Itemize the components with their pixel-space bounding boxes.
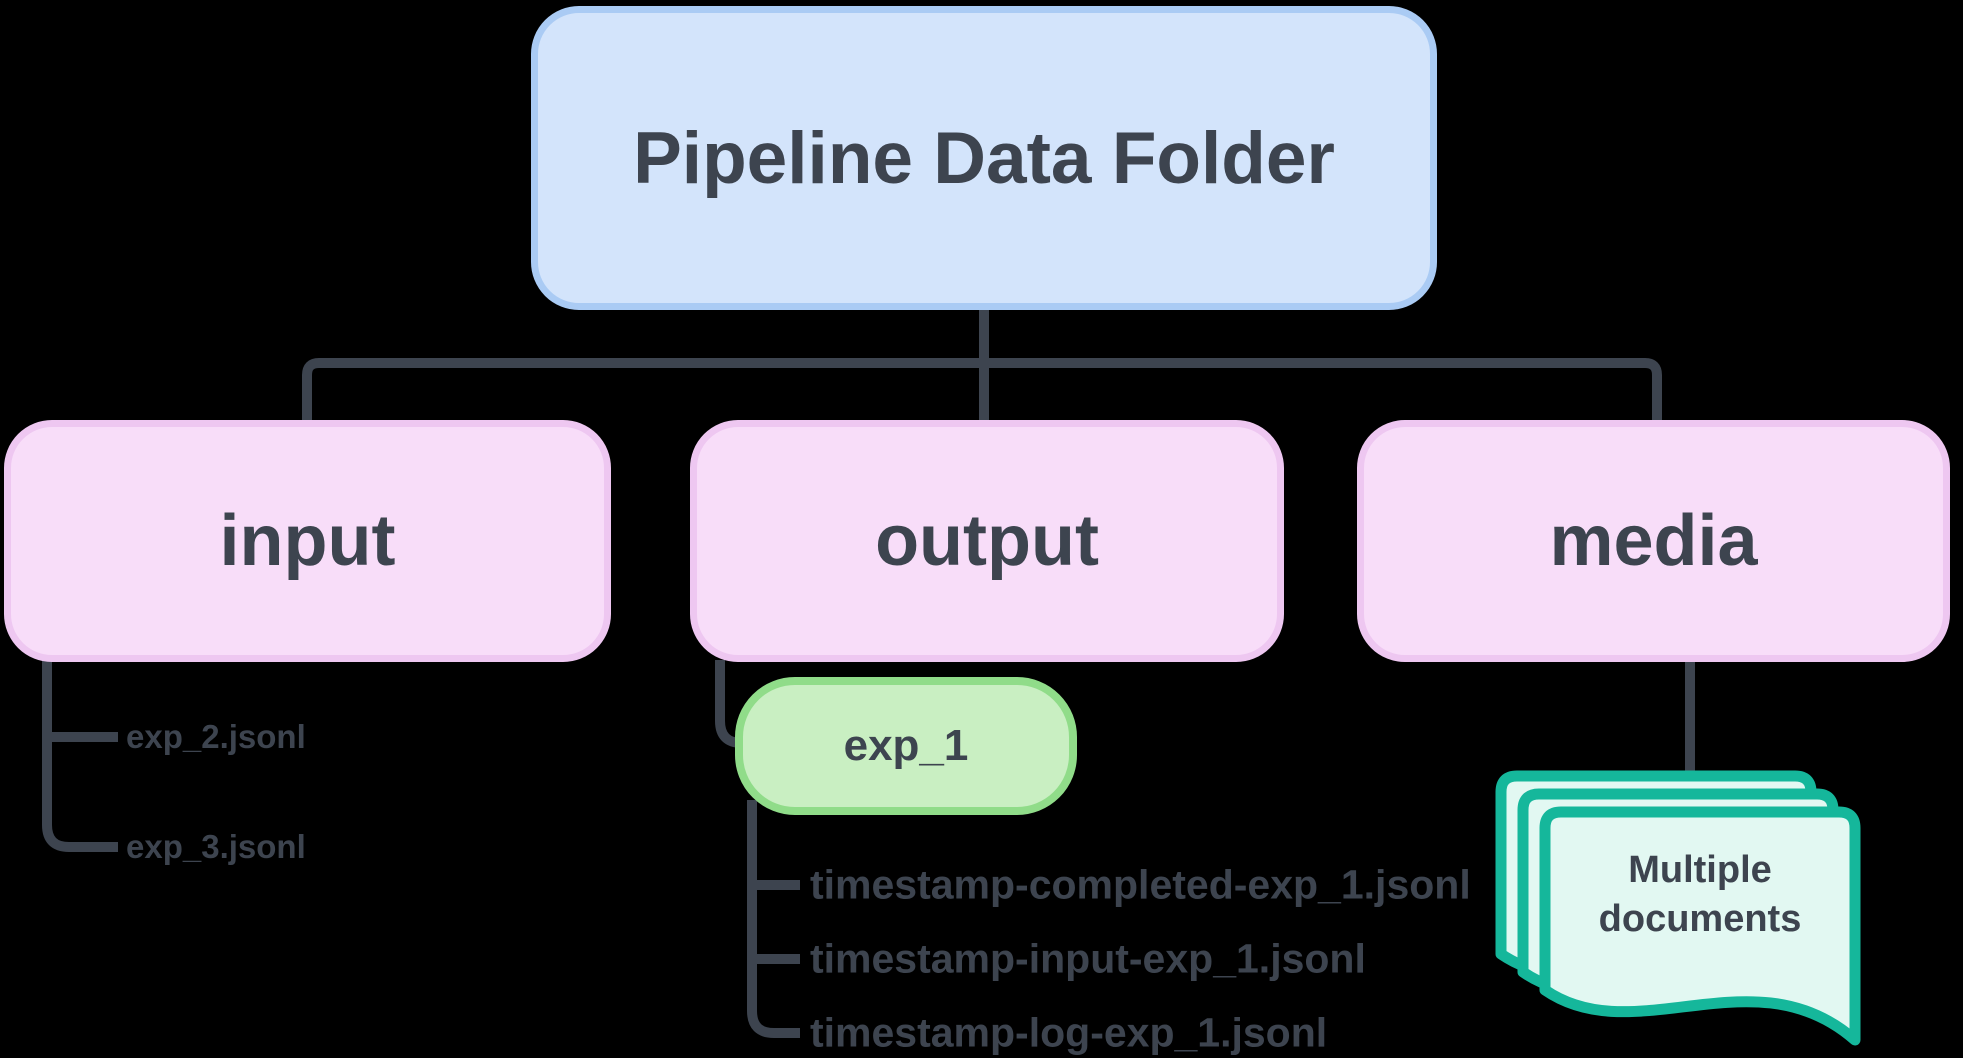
node-pipeline-data-folder-label: Pipeline Data Folder	[633, 117, 1335, 199]
tree-connector-subfolder-files	[747, 800, 800, 1038]
file-label-timestamp-input: timestamp-input-exp_1.jsonl	[810, 935, 1366, 982]
node-pipeline-data-folder: Pipeline Data Folder	[531, 6, 1437, 310]
node-output: output	[690, 420, 1284, 662]
node-media-label: media	[1549, 501, 1758, 581]
node-exp-1-label: exp_1	[843, 721, 969, 770]
file-label-exp-2-jsonl: exp_2.jsonl	[126, 718, 306, 755]
document-sheet-front	[1539, 806, 1861, 1046]
multiple-documents-label: Multiple documents	[1598, 849, 1802, 940]
node-exp-1: exp_1	[735, 677, 1077, 815]
node-input-label: input	[219, 501, 396, 581]
file-label-timestamp-log: timestamp-log-exp_1.jsonl	[810, 1009, 1328, 1056]
tree-connector-root-children	[302, 310, 1662, 420]
node-input: input	[4, 420, 611, 662]
tree-connector-input-files	[42, 660, 118, 852]
multiple-documents-icon	[1495, 770, 1861, 1046]
node-media: media	[1357, 420, 1950, 662]
file-label-exp-3-jsonl: exp_3.jsonl	[126, 828, 306, 865]
node-output-label: output	[875, 501, 1099, 581]
file-label-timestamp-completed: timestamp-completed-exp_1.jsonl	[810, 861, 1471, 908]
